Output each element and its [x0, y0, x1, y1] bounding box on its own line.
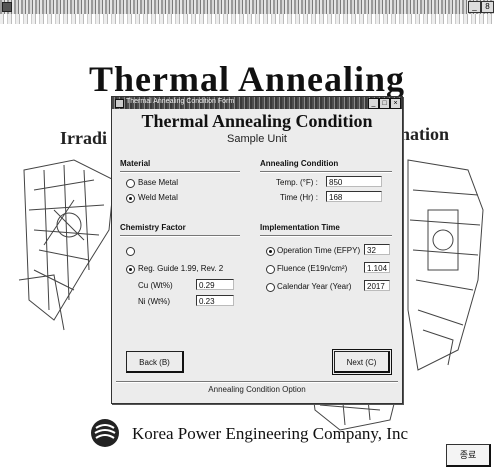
maximize-button[interactable]: 8	[481, 1, 494, 13]
page-title: Thermal Annealing	[88, 59, 406, 99]
cu-input[interactable]: 0.29	[196, 279, 234, 290]
temp-label: Temp. (°F) :	[276, 178, 318, 187]
annealing-condition-group-title: Annealing Condition	[260, 159, 339, 168]
minimize-button[interactable]: _	[468, 1, 481, 13]
operation-time-radio[interactable]	[266, 247, 275, 256]
material-base-metal-label: Base Metal	[138, 178, 179, 187]
outer-menu-bar	[0, 14, 494, 24]
dialog-title-bar[interactable]: Thermal Annealing Condition Form _ □ ×	[112, 97, 402, 109]
operation-time-label: Operation Time (EFPY)	[277, 246, 361, 255]
material-weld-metal-radio[interactable]	[126, 194, 135, 203]
dialog-window-title: Thermal Annealing Condition Form	[126, 98, 235, 105]
dialog-subheading: Sample Unit	[227, 133, 287, 145]
material-weld-metal-label: Weld Metal	[138, 193, 178, 202]
dialog-heading: Thermal Annealing Condition	[141, 111, 373, 131]
fluence-radio[interactable]	[266, 265, 275, 274]
next-button[interactable]: Next (C)	[332, 349, 392, 375]
reactor-illustration-right	[407, 159, 484, 371]
company-name: Korea Power Engineering Company, Inc	[132, 424, 409, 443]
chemistry-factor-group-title: Chemistry Factor	[120, 223, 186, 232]
material-group-title: Material	[120, 159, 151, 168]
outer-title-bar: _ 8	[0, 0, 494, 14]
status-separator	[116, 381, 398, 383]
dialog-app-icon[interactable]	[115, 99, 124, 108]
fluence-input[interactable]: 1.104	[364, 262, 390, 273]
operation-time-input[interactable]: 32	[364, 244, 390, 255]
background-text-right: nation	[400, 124, 450, 144]
cu-label: Cu (Wt%)	[138, 281, 173, 290]
background-text-left: Irradi	[60, 128, 107, 148]
ni-input[interactable]: 0.23	[196, 295, 234, 306]
reactor-illustration-left	[18, 159, 115, 331]
material-base-metal-radio[interactable]	[126, 179, 135, 188]
material-separator	[120, 171, 240, 173]
calendar-year-label: Calendar Year (Year)	[277, 282, 352, 291]
exit-button[interactable]: 종료	[446, 444, 491, 467]
calendar-year-radio[interactable]	[266, 283, 275, 292]
chemistry-reg-guide-radio[interactable]	[126, 265, 135, 274]
chemistry-factor-separator	[120, 235, 240, 237]
thermal-annealing-condition-dialog: Thermal Annealing Condition Form _ □ × T…	[111, 96, 403, 404]
temp-input[interactable]: 850	[326, 176, 382, 187]
implementation-time-group-title: Implementation Time	[260, 223, 340, 232]
calendar-year-input[interactable]: 2017	[364, 280, 390, 291]
back-button[interactable]: Back (B)	[126, 351, 184, 373]
chemistry-reg-guide-label: Reg. Guide 1.99, Rev. 2	[138, 264, 224, 273]
chemistry-option-1-radio[interactable]	[126, 247, 135, 256]
annealing-condition-separator	[260, 171, 392, 173]
fluence-label: Fluence (E19n/cm²)	[277, 264, 348, 273]
company-logo-icon	[91, 419, 119, 447]
dialog-close-icon[interactable]: ×	[390, 98, 401, 109]
ni-label: Ni (Wt%)	[138, 297, 170, 306]
time-input[interactable]: 168	[326, 191, 382, 202]
implementation-time-separator	[260, 235, 392, 237]
time-label: Time (Hr) :	[280, 193, 318, 202]
status-text: Annealing Condition Option	[208, 385, 306, 394]
dialog-maximize-button[interactable]: □	[379, 98, 390, 109]
app-icon[interactable]	[2, 2, 12, 12]
dialog-minimize-button[interactable]: _	[368, 98, 379, 109]
